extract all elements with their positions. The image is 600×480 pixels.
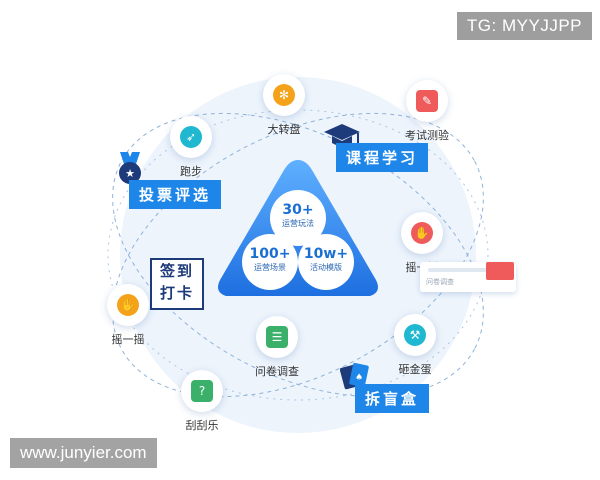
graduation-cap-icon [324, 124, 360, 146]
node-survey-label: 问卷调查 [255, 365, 299, 378]
node-exam-label: 考试测验 [405, 129, 449, 142]
questionnaire-card-caption: 问卷调查 [426, 278, 454, 286]
card-red-tab [486, 262, 514, 280]
checkin-stamp: 签到 打卡 [150, 258, 204, 310]
hub-right: 10w+ 活动模版 [298, 246, 354, 273]
node-wheel-label: 大转盘 [267, 123, 301, 136]
hub-top: 30+ 运营玩法 [270, 202, 326, 229]
banner-course: 课程学习 [336, 143, 429, 172]
hub-left: 100+ 运营场景 [242, 246, 298, 273]
wheel-icon: ✻ [273, 84, 295, 106]
node-wheel: ✻ 大转盘 [239, 74, 329, 137]
hub-top-number: 30+ [282, 202, 314, 218]
node-shake-left: ✋ 摇一摇 [83, 284, 173, 347]
hub-left-label: 运营场景 [254, 263, 286, 272]
node-egg: ⚒ 砸金蛋 [370, 314, 460, 377]
checkin-line1: 签到 [159, 262, 194, 280]
svg-text:♠: ♠ [355, 373, 363, 383]
node-run-label: 跑步 [180, 165, 202, 178]
hub-right-label: 活动模版 [310, 263, 342, 272]
node-shake-left-label: 摇一摇 [111, 333, 145, 346]
orbit-ellipse [112, 112, 484, 398]
watermark-bottom: www.junyier.com [10, 438, 157, 468]
medal-icon: ★ [119, 152, 141, 184]
shake-icon: ✋ [411, 222, 433, 244]
node-egg-label: 砸金蛋 [398, 363, 432, 376]
node-run: ➶ 跑步 [146, 116, 236, 179]
node-survey: ☰ 问卷调查 [232, 316, 322, 379]
watermark-top: TG: MYYJJPP [456, 12, 592, 40]
shake-icon: ✋ [117, 294, 139, 316]
banner-vote: 投票评选 [129, 180, 222, 209]
hub-circle-left [242, 234, 298, 290]
hub-right-number: 10w+ [303, 246, 349, 262]
egg-hammer-icon: ⚒ [404, 324, 426, 346]
node-exam: ✎ 考试测验 [382, 80, 472, 143]
card-bar [428, 268, 488, 272]
survey-icon: ☰ [266, 326, 288, 348]
hub-left-number: 100+ [249, 246, 291, 262]
cards-icon: ♠ [340, 362, 369, 390]
node-scratch: ? 刮刮乐 [157, 370, 247, 433]
banner-blindbox: 拆盲盒 [355, 384, 430, 413]
checkin-line2: 打卡 [159, 284, 194, 302]
hub-circle-right [298, 234, 354, 290]
exam-icon: ✎ [416, 90, 438, 112]
runner-icon: ➶ [180, 126, 202, 148]
scratch-card-icon: ? [191, 380, 213, 402]
node-scratch-label: 刮刮乐 [185, 419, 219, 432]
node-shake-right: ✋ 摇一摇 [377, 212, 467, 275]
hub-circle-top [270, 190, 326, 246]
hub-top-label: 运营玩法 [282, 219, 314, 228]
svg-text:★: ★ [125, 167, 135, 180]
